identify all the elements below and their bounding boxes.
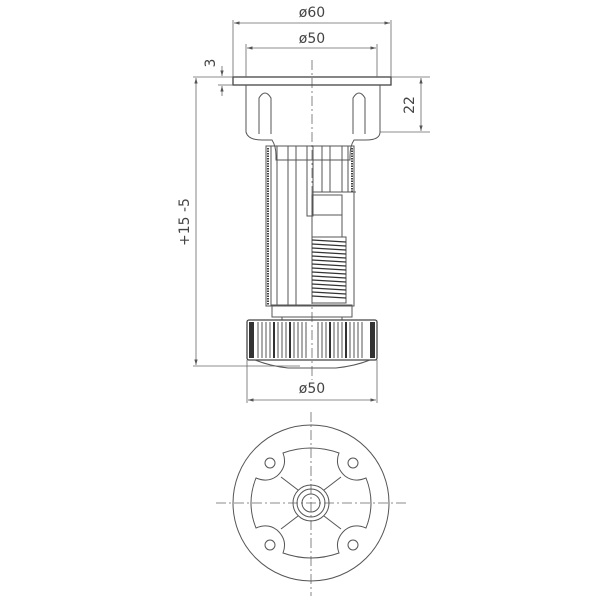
cap-pin-right [352,92,366,134]
mount-hole-bl [264,539,276,551]
side-view: ø60 ø50 3 22 +15 -5 [177,5,430,403]
hub-ring [296,488,326,518]
dim-top-inner: ø50 [245,31,378,77]
outer-rim [232,424,390,582]
dim-cap-height: 22 [380,76,430,133]
cross-recess [250,447,372,559]
mount-hole-br [347,539,359,551]
mount-hole-tl [264,457,276,469]
dim-label-cap-height: 22 [402,96,418,114]
dim-label-top-inner: ø50 [299,31,325,47]
hub-hole [301,493,321,513]
bottom-view [216,412,406,596]
spokes [280,476,342,530]
column [265,145,356,320]
knurled-base [246,319,378,369]
dim-plate-thickness: 3 [193,59,233,96]
dim-label-base: ø50 [299,381,325,397]
dim-adjustment: +15 -5 [177,78,300,367]
hub-outer [292,484,330,522]
dim-label-plate-thickness: 3 [203,59,219,68]
mounting-plate [232,76,392,86]
dim-label-adjustment: +15 -5 [177,198,193,246]
mount-hole-tr [347,457,359,469]
cap-pin-left [258,92,272,134]
dim-base: ø50 [246,360,378,403]
dim-label-top-outer: ø60 [299,5,325,21]
dim-top-outer: ø60 [232,5,392,77]
